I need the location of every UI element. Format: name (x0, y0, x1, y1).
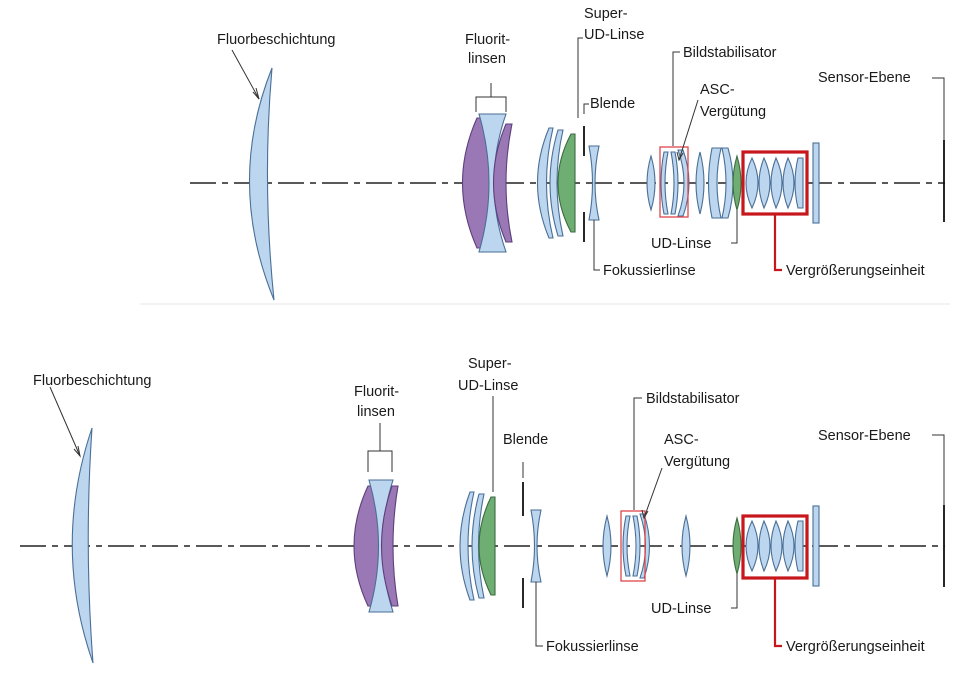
label-asc-1: ASC- (664, 432, 699, 448)
label-fokus: Fokussierlinse (603, 263, 696, 279)
meniscus-lens (549, 129, 564, 237)
is-lens (677, 149, 690, 217)
leader-blende (583, 103, 589, 114)
arrowhead (641, 509, 649, 520)
front-lens-fluorine (71, 427, 94, 664)
is-lens (660, 151, 669, 215)
leader-vergr (773, 214, 782, 272)
label-fluor: Fluorbeschichtung (33, 373, 152, 389)
label-vergr: Vergrößerungseinheit (786, 263, 925, 279)
arrowhead (252, 87, 260, 100)
is-lens (632, 515, 641, 577)
label-sensor: Sensor-Ebene (818, 428, 911, 444)
leader-fokus (535, 582, 543, 647)
is-highlight-box (620, 510, 646, 582)
ud-lens (732, 515, 742, 577)
lens (758, 156, 771, 210)
fluorite-lens (492, 123, 513, 243)
leader-udlinse (731, 574, 738, 609)
label-asc-1: ASC- (700, 82, 735, 98)
lens (770, 519, 783, 573)
leader-fluor (231, 49, 260, 100)
label-superud-1: Super- (468, 356, 512, 372)
is-lens (670, 151, 679, 215)
fluorite-group (353, 479, 399, 613)
lens (770, 156, 783, 210)
meniscus-lens (721, 147, 734, 219)
leader-superud (577, 37, 583, 118)
top-diagram: Fluorbeschichtung Fluorit- linsen Super-… (190, 6, 945, 301)
super-ud-lens (557, 133, 576, 233)
lens (782, 519, 795, 573)
label-fluorit-2: linsen (357, 404, 395, 420)
meniscus-lens (459, 491, 475, 601)
label-blende: Blende (590, 96, 635, 112)
leader-fluor (49, 386, 81, 457)
biconvex-lens (602, 513, 612, 579)
lens (794, 157, 804, 209)
bracket-fluorit (367, 423, 393, 472)
label-superud-2: UD-Linse (584, 27, 644, 43)
label-asc-2: Vergütung (700, 104, 766, 120)
filter-plate (812, 505, 820, 587)
label-vergr: Vergrößerungseinheit (786, 639, 925, 655)
lens (782, 156, 795, 210)
biconvex-lens (695, 151, 705, 215)
biconvex-lens (646, 154, 656, 212)
focusing-lens (530, 509, 542, 583)
leader-fokus (593, 220, 600, 271)
label-sensor: Sensor-Ebene (818, 70, 911, 86)
label-superud-1: Super- (584, 6, 628, 22)
leader-asc (678, 99, 699, 161)
filter-plate (812, 142, 820, 224)
leader-asc (643, 467, 663, 519)
lens (745, 519, 759, 573)
leader-udlinse (731, 210, 738, 244)
label-superud-2: UD-Linse (458, 378, 518, 394)
label-bildstab: Bildstabilisator (646, 391, 740, 407)
is-lens (622, 515, 631, 577)
label-fluorit-2: linsen (468, 51, 506, 67)
label-blende: Blende (503, 432, 548, 448)
label-fokus: Fokussierlinse (546, 639, 639, 655)
label-fluor: Fluorbeschichtung (217, 32, 336, 48)
magnification-unit (741, 150, 809, 216)
ud-lens (732, 154, 742, 212)
lens (745, 156, 759, 210)
image-stabilizer-group (620, 510, 650, 582)
bottom-diagram: Fluorbeschichtung Fluorit- linsen Super-… (20, 356, 945, 664)
super-ud-lens (478, 496, 496, 596)
meniscus-lens (478, 113, 507, 253)
magnification-unit (741, 514, 809, 580)
label-udlinse: UD-Linse (651, 236, 711, 252)
leader-bildstab (672, 51, 680, 146)
is-highlight-box (659, 146, 689, 218)
leader-bildstab (633, 397, 642, 510)
label-asc-2: Vergütung (664, 454, 730, 470)
leader-sensor (932, 434, 945, 505)
label-fluorit-1: Fluorit- (465, 32, 510, 48)
meniscus-lens (471, 493, 485, 599)
leader-sensor (932, 77, 945, 140)
front-lens-fluorine (248, 67, 275, 301)
arrowhead (73, 445, 81, 458)
fluorite-group (461, 113, 513, 253)
image-stabilizer-group (659, 146, 690, 218)
label-udlinse: UD-Linse (651, 601, 711, 617)
biconvex-lens (681, 513, 691, 579)
lens (758, 519, 771, 573)
label-fluorit-1: Fluorit- (354, 384, 399, 400)
label-bildstab: Bildstabilisator (683, 45, 777, 61)
bracket-fluorit (475, 83, 507, 112)
meniscus-lens (707, 147, 722, 219)
focusing-lens (588, 145, 600, 221)
lens (794, 520, 804, 572)
leader-vergr (773, 578, 782, 648)
meniscus-lens (537, 127, 554, 239)
arrowhead (676, 151, 684, 162)
fluorite-lens (380, 485, 399, 607)
